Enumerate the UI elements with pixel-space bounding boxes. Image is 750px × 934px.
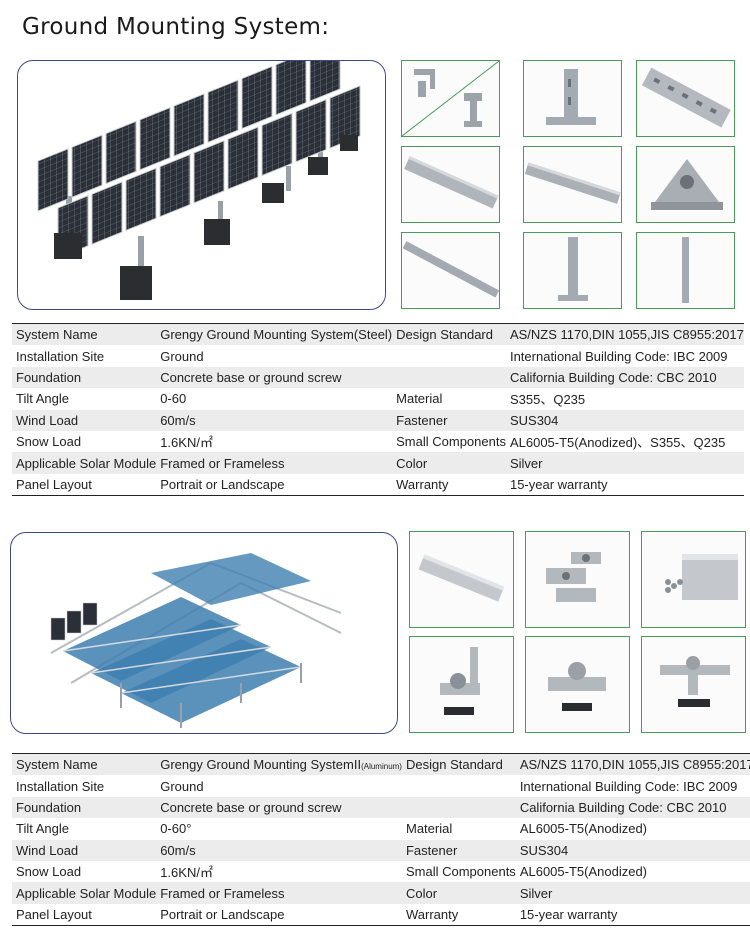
aluminum-system-image <box>10 532 398 734</box>
mid-clamp-thumbnail <box>525 636 630 733</box>
c-channel-thumbnail <box>401 146 500 223</box>
end-clamp-thumbnail <box>409 636 514 733</box>
clamp-thumbnail <box>401 60 500 137</box>
square-rail-thumbnail <box>409 531 514 628</box>
ground-post-thumbnail <box>523 232 622 309</box>
system-name-suffix: (Aluminum) <box>361 762 402 772</box>
page-title: Ground Mounting System: <box>22 14 330 40</box>
t-bolt-clamp-thumbnail <box>641 636 746 733</box>
pile-thumbnail <box>636 232 735 309</box>
system-name-main: Grengy Ground Mounting SystemII <box>160 757 362 773</box>
channel-rail-thumbnail <box>636 60 735 137</box>
u-channel-thumbnail <box>523 146 622 223</box>
rail-splice-thumbnail <box>641 531 746 628</box>
steel-system-image <box>17 60 386 310</box>
post-base-thumbnail <box>523 60 622 137</box>
bracket-thumbnail <box>636 146 735 223</box>
rail-connector-thumbnail <box>525 531 630 628</box>
profile-rail-thumbnail <box>401 232 500 309</box>
